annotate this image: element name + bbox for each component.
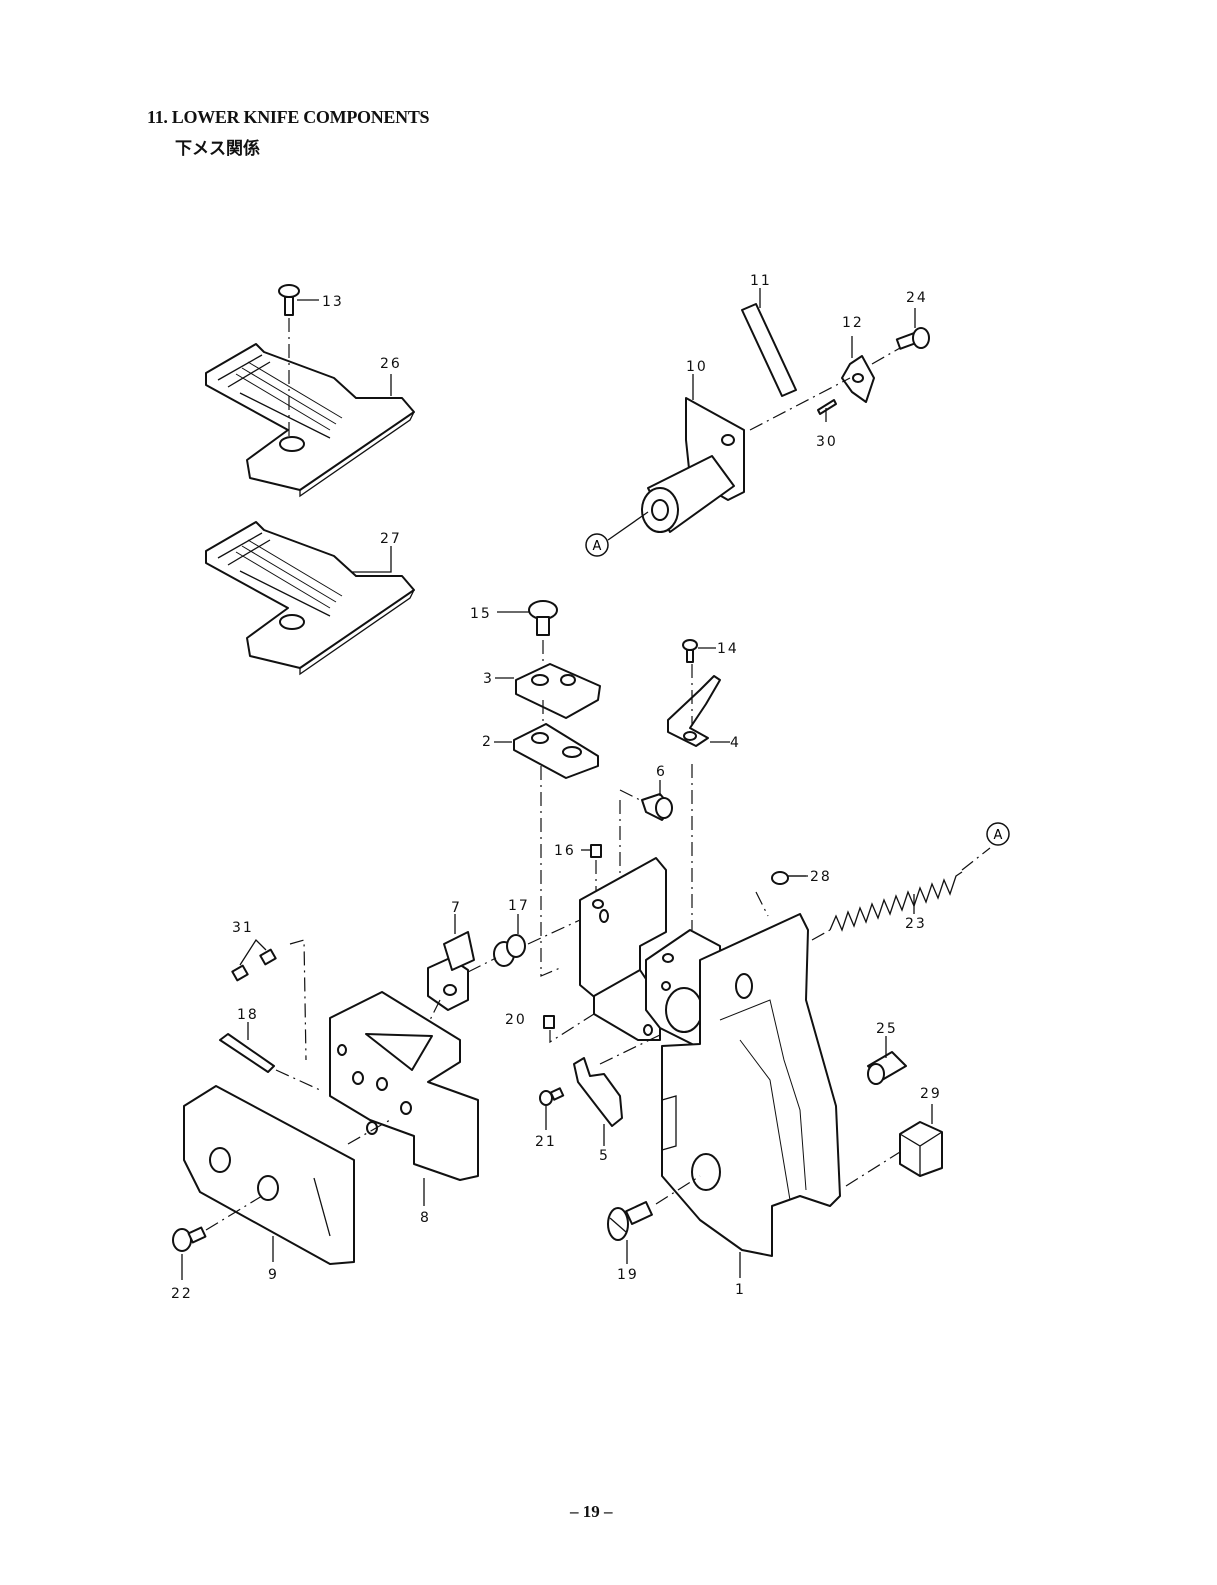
part-label-16: 16 xyxy=(554,843,576,859)
part-label-30: 30 xyxy=(816,434,838,450)
part-8 xyxy=(330,992,478,1180)
part-label-12: 12 xyxy=(842,315,864,331)
part-label-19: 19 xyxy=(617,1267,639,1283)
part-label-10: 10 xyxy=(686,359,708,375)
pin-18 xyxy=(220,1034,274,1072)
screw-21 xyxy=(540,1088,563,1105)
screw-28 xyxy=(772,872,806,884)
part-label-24: 24 xyxy=(906,290,928,306)
pin-30 xyxy=(818,400,836,414)
part-label-29: 29 xyxy=(920,1086,942,1102)
knife-11 xyxy=(742,304,796,396)
part-label-2: 2 xyxy=(482,734,493,750)
part-label-1: 1 xyxy=(735,1282,746,1298)
part-label-13: 13 xyxy=(322,294,344,310)
part-label-22: 22 xyxy=(171,1286,193,1302)
part-label-9: 9 xyxy=(268,1267,279,1283)
connector-label-a: A xyxy=(994,828,1003,843)
connector-label-a: A xyxy=(593,539,602,554)
page-number: – 19 – xyxy=(570,1502,613,1522)
part-7 xyxy=(428,932,474,1010)
part-label-21: 21 xyxy=(535,1134,557,1150)
part-3 xyxy=(516,664,600,718)
part-label-20: 20 xyxy=(505,1012,527,1028)
screw-16 xyxy=(591,845,601,857)
part-label-26: 26 xyxy=(380,356,402,372)
part-label-25: 25 xyxy=(876,1021,898,1037)
set-screws-31 xyxy=(232,940,306,1060)
knife-holder-10 xyxy=(642,398,744,532)
part-label-3: 3 xyxy=(483,671,494,687)
part-label-5: 5 xyxy=(599,1148,610,1164)
block-29 xyxy=(900,1122,942,1176)
part-label-4: 4 xyxy=(730,735,741,751)
connector-a-right: A xyxy=(987,823,1009,845)
part-label-6: 6 xyxy=(656,764,667,780)
part-label-7: 7 xyxy=(451,900,462,916)
part-2 xyxy=(514,724,598,778)
part-label-14: 14 xyxy=(717,641,739,657)
screw-15 xyxy=(529,601,557,635)
screw-24 xyxy=(897,328,929,349)
spring-23 xyxy=(812,848,990,940)
part-label-17: 17 xyxy=(508,898,530,914)
pin-25 xyxy=(868,1052,906,1084)
part-label-27: 27 xyxy=(380,531,402,547)
part-label-11: 11 xyxy=(750,273,772,289)
part-label-8: 8 xyxy=(420,1210,431,1226)
part-5 xyxy=(574,1058,622,1126)
part-label-18: 18 xyxy=(237,1007,259,1023)
part-label-23: 23 xyxy=(905,916,927,932)
screw-20 xyxy=(544,1014,594,1042)
part-17 xyxy=(494,935,525,966)
part-6 xyxy=(642,794,672,820)
part-label-31: 31 xyxy=(232,920,254,936)
part-label-15: 15 xyxy=(470,606,492,622)
connector-a-top: A xyxy=(586,512,648,556)
screw-14 xyxy=(683,640,697,662)
part-label-28: 28 xyxy=(810,869,832,885)
part-9 xyxy=(184,1086,354,1264)
